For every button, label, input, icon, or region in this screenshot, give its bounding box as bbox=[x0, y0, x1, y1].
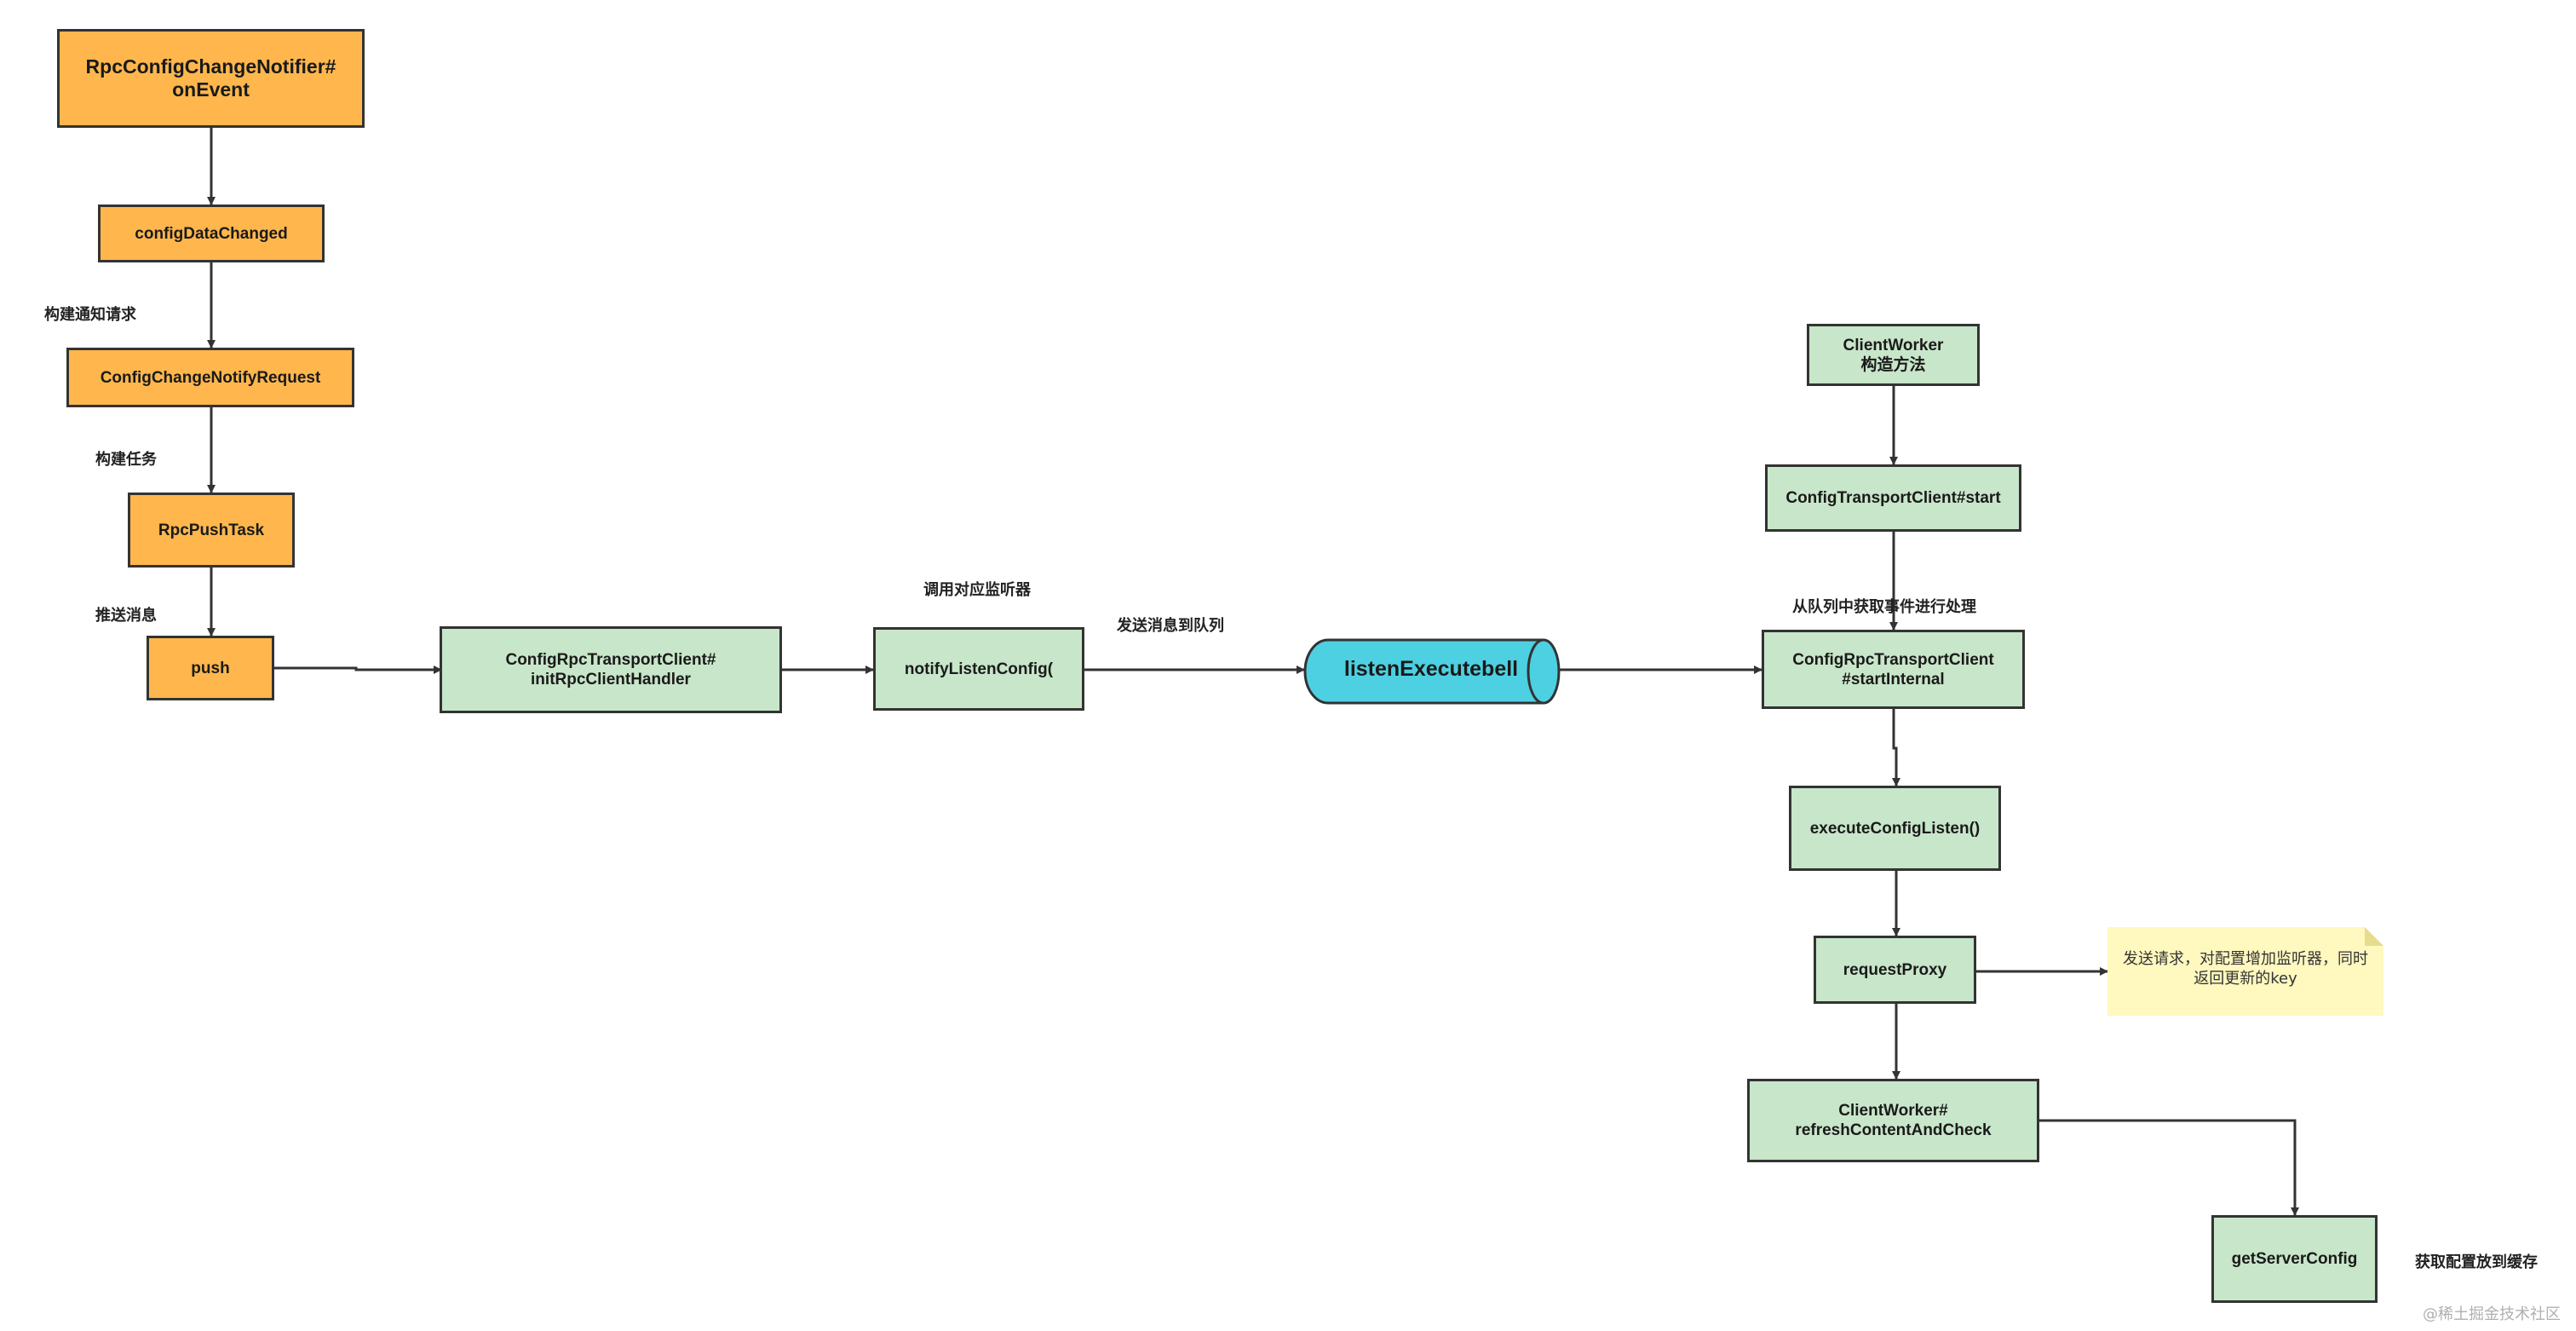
node-init-rpc-client-handler[interactable]: ConfigRpcTransportClient# initRpcClientH… bbox=[440, 626, 782, 713]
edge-internal-to-execute bbox=[1892, 709, 1900, 786]
queue-cylinder bbox=[1303, 638, 1561, 705]
sticky-note-text: 发送请求，对配置增加监听器，同时 返回更新的key bbox=[2123, 950, 2368, 988]
node-config-change-notify-request[interactable]: ConfigChangeNotifyRequest bbox=[66, 348, 354, 407]
sticky-note: 发送请求，对配置增加监听器，同时 返回更新的key bbox=[2107, 927, 2383, 1016]
label-take-from-queue: 从队列中获取事件进行处理 bbox=[1792, 598, 1976, 616]
node-execute-config-listen[interactable]: executeConfigListen() bbox=[1789, 786, 2001, 871]
edge-refresh-to-getconfig bbox=[2039, 1119, 2299, 1216]
node-push[interactable]: push bbox=[147, 636, 274, 700]
label-push-message: 推送消息 bbox=[95, 607, 157, 625]
node-get-server-config[interactable]: getServerConfig bbox=[2211, 1215, 2378, 1303]
node-client-worker-constructor[interactable]: ClientWorker 构造方法 bbox=[1807, 324, 1980, 386]
node-config-data-changed[interactable]: configDataChanged bbox=[98, 205, 325, 262]
node-config-transport-client-start[interactable]: ConfigTransportClient#start bbox=[1765, 464, 2021, 532]
node-start-internal[interactable]: ConfigRpcTransportClient #startInternal bbox=[1762, 630, 2025, 709]
node-rpc-push-task[interactable]: RpcPushTask bbox=[128, 493, 295, 568]
node-request-proxy[interactable]: requestProxy bbox=[1814, 936, 1976, 1004]
node-refresh-content-and-check[interactable]: ClientWorker# refreshContentAndCheck bbox=[1747, 1079, 2039, 1162]
label-build-notify-request: 构建通知请求 bbox=[44, 306, 136, 324]
label-call-listener: 调用对应监听器 bbox=[923, 581, 1031, 599]
node-notify-listen-config[interactable]: notifyListenConfig( bbox=[873, 627, 1084, 711]
watermark: @稀土掘金技术社区 bbox=[2423, 1305, 2561, 1323]
label-send-to-queue: 发送消息到队列 bbox=[1117, 617, 1224, 635]
label-build-task: 构建任务 bbox=[95, 451, 157, 469]
node-rpc-notifier-onevent[interactable]: RpcConfigChangeNotifier# onEvent bbox=[57, 29, 365, 128]
label-put-to-cache: 获取配置放到缓存 bbox=[2415, 1253, 2538, 1271]
edge-push-to-handler bbox=[274, 666, 442, 674]
queue-label: listenExecutebell bbox=[1343, 656, 1519, 681]
